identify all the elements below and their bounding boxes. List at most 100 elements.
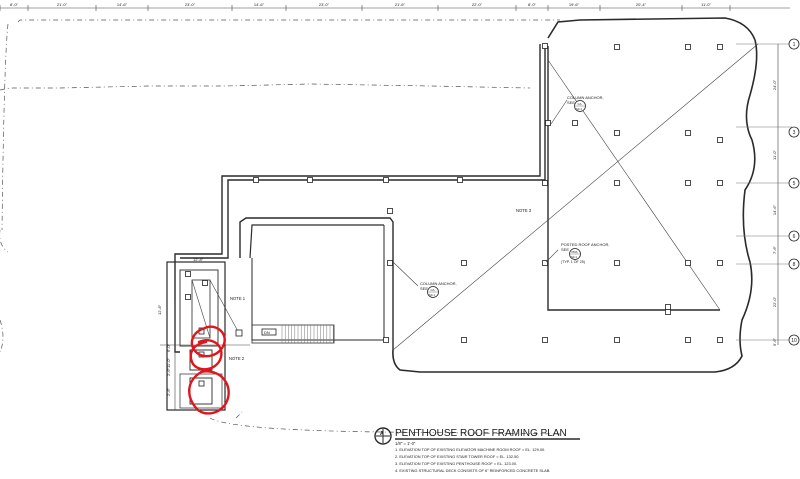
top-dimension-label-4: 14'-6" [254,2,265,7]
stair-steps: DN [251,324,335,344]
ridge-lines [392,43,759,351]
grid-bubble-label-5: 5 [793,181,796,187]
drawing-note-3: 3. ELEVATION TOP OF EXISTING PENTHOUSE R… [395,461,517,466]
drawing-title: PENTHOUSE ROOF FRAMING PLAN [395,428,567,439]
anchor-mark [685,130,691,136]
anchor-mark [572,120,578,126]
top-dimension-label-8: 8'-0" [528,2,537,7]
anchor-mark [717,180,723,186]
anchor-mark [685,44,691,50]
anchor-mark [253,177,259,183]
callout-1-tag: PRA [572,250,578,254]
grid-bubble-6 [788,230,800,242]
left-dimension-label-1: 6'-0" [166,343,171,352]
top-dimension-label-7: 22'-0" [472,2,483,7]
right-dimension-label-2: 14'-6" [772,204,777,215]
right-dimension-labels: 24'-0"11'-0"14'-6"7'-6"22'-0"9'-6" [772,79,777,346]
top-dimension-label-10: 20'-4" [636,2,647,7]
drawing-note-1: 1. ELEVATION TOP OF EXISTING ELEVATOR MA… [395,447,545,452]
anchor-mark [542,260,548,266]
drawing-scale: 1/8" = 1'-0" [395,441,416,446]
note-3-label: NOTE 3 [516,208,532,213]
top-dimension-label-11: 11'-0" [701,2,711,7]
grid-bubble-label-6: 6 [793,234,796,240]
existing-building-outline [0,19,561,435]
callout-0-tag: CA [578,102,582,106]
grid-bubble-label-1: 1 [793,42,796,48]
anchor-mark [185,271,191,277]
left-dimension-label-0: 12'-8" [157,304,162,315]
callout-1-extra: (TYP. 1 OF 25) [561,260,585,264]
anchor-mark [665,309,671,315]
anchor-mark [614,337,620,343]
anchor-mark [387,260,393,266]
left-dimension-label-4: 2'-6" [166,387,171,396]
anchor-mark [542,337,548,343]
anchor-mark [717,260,723,266]
grid-bubble-1 [788,38,800,50]
callout-0-line-0: COLUMN ANCHOR, [567,95,604,100]
anchor-mark [717,44,723,50]
callout-2-line-0: COLUMN ANCHOR, [420,281,457,286]
anchor-mark [614,260,620,266]
callout-2-line-1: SEE [420,286,428,291]
anchor-mark [461,337,467,343]
drawing-note-4: 4. EXISTING STRUCTURAL DECK CONSISTS OF … [395,468,550,473]
grid-bubbles: 1 3 5 6 8 10 [788,38,800,346]
redline-markups [188,325,230,415]
top-dimension-label-1: 21'-0" [57,2,68,7]
top-dimension-line: 8'-0"21'-0"14'-6"23'-0"14'-6"23'-0"21'-6… [0,2,790,11]
right-dimension-label-4: 22'-0" [772,296,777,307]
callout-2-sheet: S3-1 [429,293,435,297]
callout-1-line-1: SEE [561,247,569,252]
grid-bubble-label-10: 10 [791,338,797,344]
right-dimension-label-3: 7'-6" [772,245,777,254]
left-dimension-label-2: 2'-6" [166,367,171,376]
penthouse-roof-outline [174,17,758,373]
top-dimension-label-9: 19'-6" [569,2,580,7]
note-2-label: NOTE 2 [229,356,245,361]
callout-1-sheet: S3-1 [571,255,577,259]
anchor-mark [685,337,691,343]
top-dimension-label-0: 8'-0" [10,2,19,7]
anchor-mark [717,137,723,143]
top-dimension-label-5: 23'-0" [319,2,330,7]
anchor-mark [383,177,389,183]
anchor-mark [614,130,620,136]
title-block: A PENTHOUSE ROOF FRAMING PLAN 1/8" = 1'-… [374,427,580,473]
anchor-mark [307,177,313,183]
grid-lines [736,43,792,345]
top-dimension-label-3: 23'-0" [185,2,196,7]
anchor-mark [185,294,191,300]
anchor-mark [614,180,620,186]
right-dimension-label-0: 24'-0" [772,79,777,90]
stair-dimension-label: 12'-8" [193,257,204,262]
grid-bubble-label-3: 3 [793,130,796,136]
callout-1-line-0: POSTED ROOF ANCHOR, [561,242,609,247]
callout-0-line-1: SEE [567,100,575,105]
drawing-note-2: 2. ELEVATION TOP OF EXISTING STAIR TOWER… [395,454,520,459]
anchor-mark [665,304,671,310]
anchor-mark [717,337,723,343]
anchor-mark [457,177,463,183]
left-dimension-label-3: 11'-0" [166,358,171,368]
posted-roof-anchor-callout: POSTED ROOF ANCHOR, SEE PRA S3-1 (TYP. 1… [545,242,609,264]
top-dimension-label-2: 14'-6" [117,2,128,7]
grid-bubble-8 [788,258,800,270]
column-anchor-callout-lower: COLUMN ANCHOR, SEE CA S3-1 [392,261,457,298]
note-1-label: NOTE 1 [230,296,246,301]
callout-2-tag: CA [431,288,435,292]
anchor-mark [685,180,691,186]
title-mark: A [380,431,384,437]
grid-bubble-3 [788,126,800,138]
anchor-mark [542,180,548,186]
anchor-mark [545,120,551,126]
anchor-mark [685,260,691,266]
right-dimension-label-1: 11'-0" [772,149,777,159]
stair-tower: 12'-8" 6'-0" 2'-6" 11'-0" 2'-6" 12'-8" [157,257,250,411]
grid-bubble-label-8: 8 [793,262,796,268]
anchor-mark [614,44,620,50]
anchor-mark [202,280,208,286]
